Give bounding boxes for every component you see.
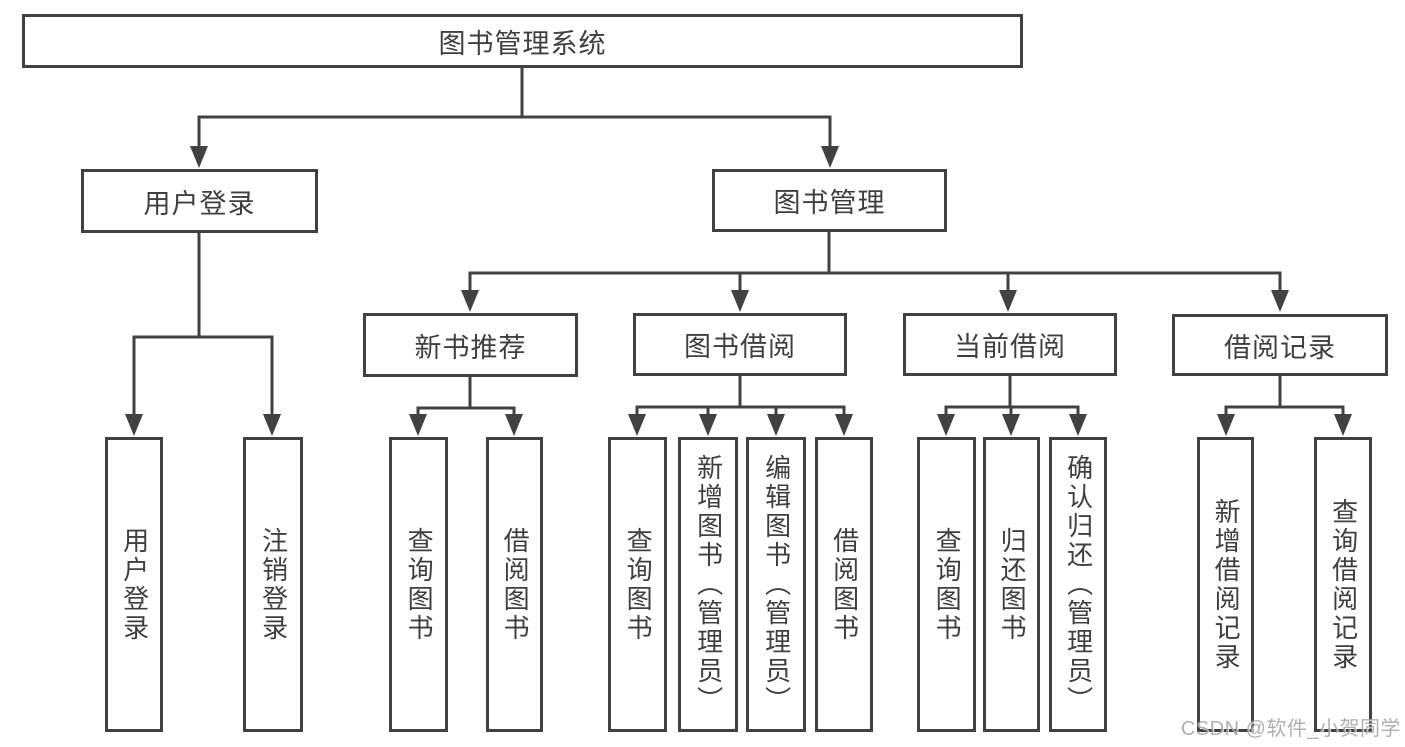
node-label: 查询图书 — [623, 526, 654, 643]
node-label: 新增图书（管理员） — [693, 454, 724, 715]
arrowhead — [461, 290, 479, 312]
node-label: 查询图书 — [932, 526, 963, 643]
arrowhead — [937, 414, 955, 436]
node-new-book-recommendation: 新书推荐 — [363, 313, 578, 377]
node-label: 查询借阅记录 — [1328, 497, 1359, 672]
node-book-management: 图书管理 — [712, 169, 947, 232]
leaf-add-borrow-record: 新增借阅记录 — [1197, 437, 1254, 732]
node-label: 编辑图书（管理员） — [761, 454, 792, 715]
node-label: 图书管理 — [773, 188, 886, 218]
arrowhead — [263, 414, 281, 436]
arrowhead — [190, 146, 208, 168]
node-label: 归还图书 — [997, 526, 1028, 643]
arrowhead — [699, 414, 717, 436]
leaf-logout: 注销登录 — [243, 437, 303, 732]
arrowhead — [409, 414, 427, 436]
leaf-query-books-current: 查询图书 — [917, 437, 976, 732]
node-label: 新书推荐 — [414, 332, 527, 363]
node-book-borrowing: 图书借阅 — [633, 313, 847, 376]
edge-userlogin-branch — [132, 335, 274, 416]
node-label: 用户登录 — [143, 188, 256, 219]
arrowhead — [628, 414, 646, 436]
arrowhead — [999, 290, 1017, 312]
node-label: 图书借阅 — [684, 332, 796, 362]
node-current-borrowing: 当前借阅 — [903, 313, 1117, 376]
arrowhead — [767, 414, 785, 436]
node-label: 确认归还（管理员） — [1063, 454, 1094, 715]
leaf-query-books-recommend: 查询图书 — [389, 437, 448, 732]
arrowhead — [505, 414, 523, 436]
node-system-root: 图书管理系统 — [22, 14, 1023, 68]
edge-borrow-branch — [635, 405, 846, 416]
arrowhead — [731, 290, 749, 312]
leaf-add-book-admin: 新增图书（管理员） — [678, 437, 738, 732]
leaf-query-books-borrowing: 查询图书 — [608, 437, 667, 732]
leaf-confirm-return-admin: 确认归还（管理员） — [1049, 437, 1107, 732]
edge-bookmgmt-branch — [468, 271, 1282, 292]
arrowhead — [125, 414, 143, 436]
leaf-query-borrow-record: 查询借阅记录 — [1314, 437, 1372, 732]
leaf-borrow-books-borrowing: 借阅图书 — [815, 437, 873, 732]
arrowhead — [1334, 414, 1352, 436]
csdn-watermark: CSDN @软件_小贺同学 — [1180, 718, 1401, 740]
node-label: 用户登录 — [119, 526, 150, 643]
node-label: 借阅图书 — [829, 526, 860, 643]
node-label: 查询图书 — [404, 526, 435, 643]
edge-root-branch — [197, 115, 832, 148]
node-label: 图书管理系统 — [438, 28, 607, 59]
node-label: 借阅图书 — [500, 526, 531, 643]
node-label: 新增借阅记录 — [1211, 497, 1242, 672]
edge-newbook-branch — [416, 406, 516, 416]
edge-records-branch — [1224, 405, 1345, 416]
node-borrowing-records: 借阅记录 — [1172, 314, 1388, 376]
node-label: 注销登录 — [258, 526, 289, 643]
leaf-edit-book-admin: 编辑图书（管理员） — [746, 437, 806, 732]
arrowhead — [1069, 414, 1087, 436]
node-label: 借阅记录 — [1224, 332, 1336, 363]
leaf-return-books: 归还图书 — [983, 437, 1040, 732]
arrowhead — [1271, 290, 1289, 312]
arrowhead — [821, 146, 839, 168]
arrowhead — [835, 414, 853, 436]
arrowhead — [1217, 414, 1235, 436]
node-label: 当前借阅 — [954, 332, 1066, 362]
node-user-login: 用户登录 — [81, 169, 318, 233]
arrowhead — [1002, 414, 1020, 436]
leaf-user-login: 用户登录 — [105, 437, 163, 732]
leaf-borrow-books-recommend: 借阅图书 — [486, 437, 543, 732]
